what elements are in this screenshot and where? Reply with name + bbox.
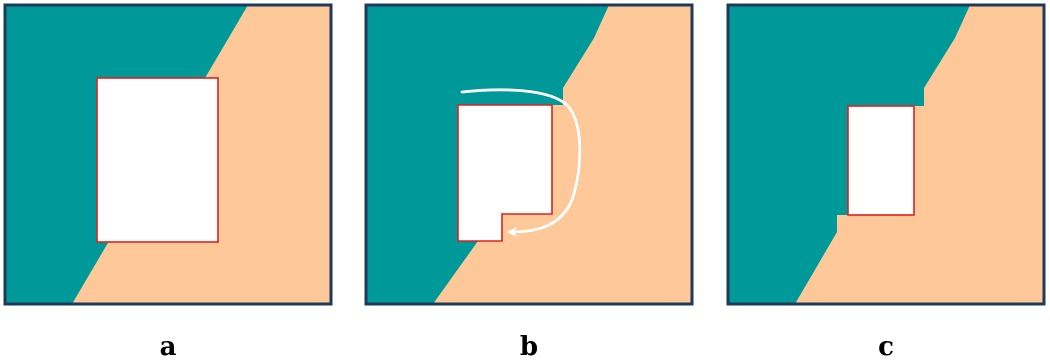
hole	[96, 77, 219, 243]
panel-frame	[364, 3, 694, 306]
panel-c: c	[726, 3, 1046, 361]
panel-b: b	[364, 3, 694, 361]
panel-label-b: b	[520, 332, 538, 361]
hole	[847, 105, 915, 216]
peach-region	[433, 5, 692, 304]
panel-frame	[726, 3, 1046, 306]
panel-a: a	[3, 3, 333, 361]
panel-label-a: a	[160, 332, 177, 361]
panel-frame	[3, 3, 333, 306]
peach-region	[795, 5, 1044, 304]
flow-arrow	[460, 88, 582, 237]
hole	[457, 104, 553, 242]
panel-label-c: c	[878, 332, 894, 361]
